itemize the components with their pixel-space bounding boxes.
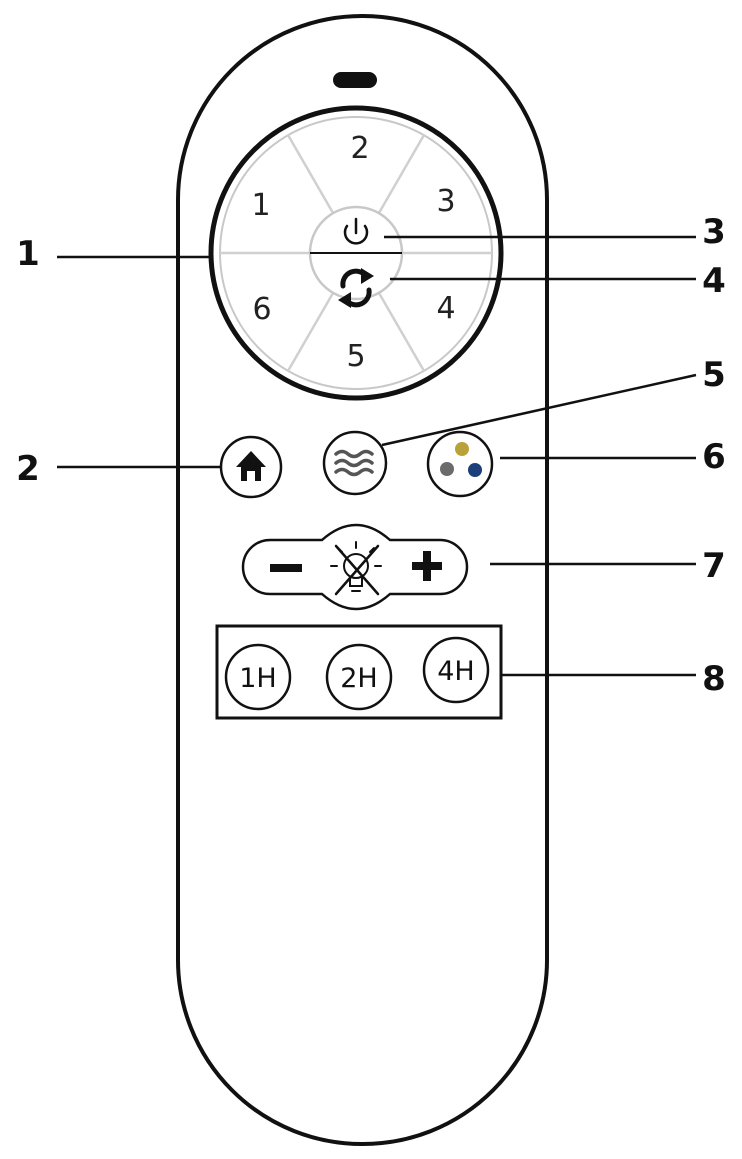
callout-lines (57, 235, 697, 677)
timer-4h-label: 4H (437, 656, 474, 687)
ring-segment-4[interactable]: 4 (436, 291, 455, 326)
ring-segment-2[interactable]: 2 (350, 131, 369, 166)
plus-icon[interactable] (412, 551, 442, 581)
timer-4h-button[interactable]: 4H (422, 636, 490, 704)
control-ring: 1 2 3 4 5 6 (208, 105, 504, 401)
callout-label-1: 1 (16, 234, 40, 274)
waves-icon (334, 449, 374, 477)
callout-label-7: 7 (702, 546, 726, 586)
power-icon[interactable] (343, 217, 369, 245)
light-off-icon (330, 541, 382, 596)
home-button[interactable] (219, 435, 283, 499)
ring-segment-6[interactable]: 6 (252, 292, 271, 327)
minus-icon[interactable] (270, 564, 302, 572)
callout-label-6: 6 (702, 437, 726, 477)
indicator-led (333, 72, 377, 88)
ring-segment-1[interactable]: 1 (251, 188, 270, 223)
callout-label-2: 2 (16, 449, 40, 489)
ring-segment-3[interactable]: 3 (436, 184, 455, 219)
timer-1h-label: 1H (239, 663, 276, 694)
callout-label-3: 3 (702, 212, 726, 252)
color-button[interactable] (426, 430, 494, 498)
callout-label-5: 5 (702, 355, 726, 395)
home-icon (236, 451, 266, 481)
callout-label-8: 8 (702, 659, 726, 699)
mode-button[interactable] (322, 430, 388, 496)
timer-2h-label: 2H (340, 663, 377, 694)
color-dots-icon (440, 442, 482, 477)
timer-2h-button[interactable]: 2H (325, 643, 393, 711)
sync-icon[interactable] (338, 268, 374, 308)
ring-segment-5[interactable]: 5 (346, 339, 365, 374)
timer-group: 1H 2H 4H (215, 624, 503, 720)
timer-1h-button[interactable]: 1H (224, 643, 292, 711)
dimmer-control (241, 523, 469, 611)
callout-label-4: 4 (702, 261, 726, 301)
